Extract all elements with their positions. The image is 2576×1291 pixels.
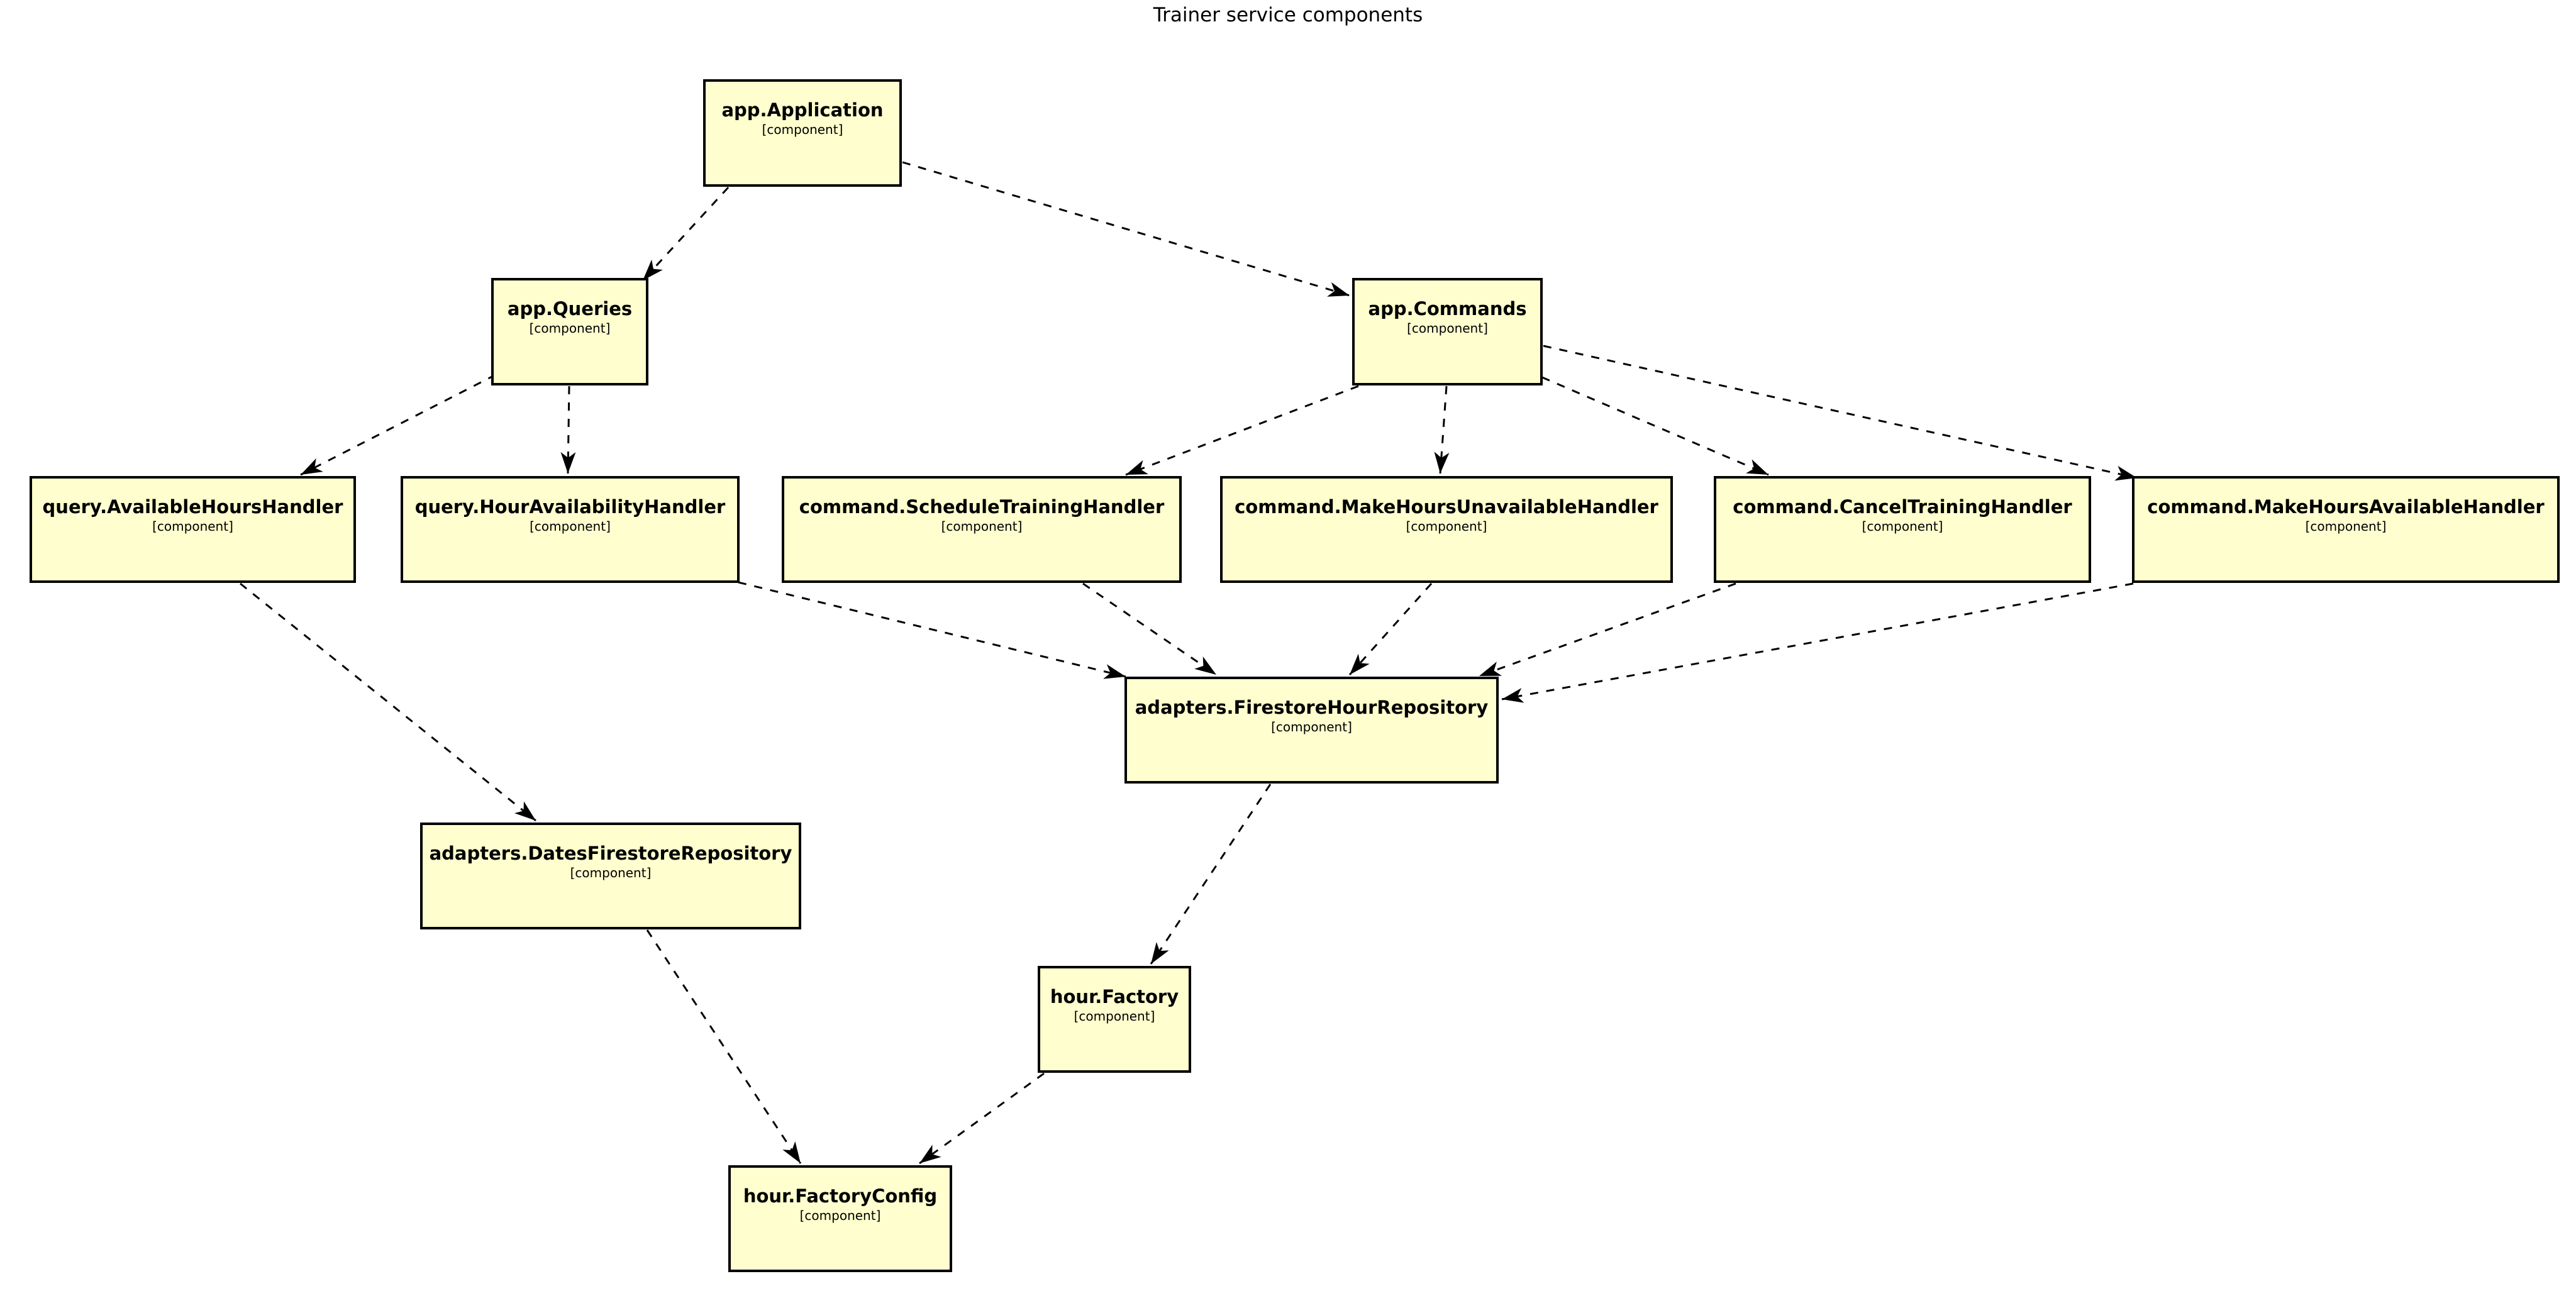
component-command-makehoursunavailablehandler: command.MakeHoursUnavailableHandler[comp…	[1220, 476, 1673, 583]
dependency-edge-app.Commands-to-command.ScheduleTrainingHandler	[1125, 385, 1359, 476]
dependency-edge-app.Queries-to-query.AvailableHoursHandler	[300, 374, 496, 476]
dependency-edge-hour.Factory-to-hour.FactoryConfig	[919, 1072, 1045, 1165]
component-label: hour.FactoryConfig	[743, 1185, 938, 1207]
dependency-edge-command.CancelTrainingHandler-to-adapters.FirestoreHourRepository	[1479, 582, 1736, 677]
dependency-edge-command.ScheduleTrainingHandler-to-adapters.FirestoreHourRepository	[1082, 582, 1217, 676]
component-query-houravailabilityhandler: query.HourAvailabilityHandler[component]	[401, 476, 740, 583]
component-label: app.Queries	[507, 298, 633, 319]
component-hour-factory: hour.Factory[component]	[1038, 966, 1191, 1073]
dependency-edge-query.HourAvailabilityHandler-to-adapters.FirestoreHourRepository	[738, 581, 1126, 679]
component-stereotype: [component]	[941, 518, 1023, 534]
dependency-edge-query.AvailableHoursHandler-to-adapters.DatesFirestoreRepository	[240, 582, 536, 822]
dependency-edge-command.MakeHoursUnavailableHandler-to-adapters.FirestoreHourRepository	[1348, 582, 1433, 676]
dependency-edge-adapters.DatesFirestoreRepository-to-hour.FactoryConfig	[646, 929, 802, 1164]
component-stereotype: [component]	[152, 518, 233, 534]
dependency-edge-app.Commands-to-command.MakeHoursUnavailableHandler	[1434, 385, 1450, 474]
component-stereotype: [component]	[1074, 1008, 1155, 1024]
component-adapters-datesfirestorerepository: adapters.DatesFirestoreRepository[compon…	[420, 823, 801, 929]
component-command-canceltraininghandler: command.CancelTrainingHandler[component]	[1714, 476, 2091, 583]
component-label: hour.Factory	[1050, 986, 1179, 1007]
component-app-queries: app.Queries[component]	[491, 278, 648, 385]
component-app-commands: app.Commands[component]	[1352, 278, 1543, 385]
component-stereotype: [component]	[1271, 719, 1352, 734]
component-stereotype: [component]	[1406, 518, 1487, 534]
component-label: adapters.DatesFirestoreRepository	[429, 843, 792, 864]
dependency-edge-app.Commands-to-command.MakeHoursAvailableHandler	[1543, 345, 2138, 481]
component-stereotype: [component]	[570, 865, 652, 880]
component-label: command.MakeHoursAvailableHandler	[2147, 496, 2545, 518]
component-stereotype: [component]	[1407, 320, 1488, 336]
component-label: adapters.FirestoreHourRepository	[1135, 697, 1489, 718]
component-app-application: app.Application[component]	[703, 79, 902, 187]
component-stereotype: [component]	[1862, 518, 1943, 534]
component-stereotype: [component]	[529, 320, 611, 336]
diagram-title: Trainer service components	[1153, 4, 1423, 26]
component-label: command.CancelTrainingHandler	[1733, 496, 2072, 518]
component-command-scheduletraininghandler: command.ScheduleTrainingHandler[componen…	[782, 476, 1182, 583]
component-stereotype: [component]	[530, 518, 611, 534]
dependency-edge-app.Application-to-app.Queries	[641, 186, 730, 282]
dependency-edge-app.Application-to-app.Commands	[902, 161, 1350, 297]
component-hour-factoryconfig: hour.FactoryConfig[component]	[728, 1165, 952, 1272]
component-stereotype: [component]	[799, 1207, 881, 1223]
dependency-edge-app.Commands-to-command.CancelTrainingHandler	[1541, 376, 1769, 476]
dependency-edge-command.MakeHoursAvailableHandler-to-adapters.FirestoreHourRepository	[1501, 582, 2134, 703]
component-label: command.MakeHoursUnavailableHandler	[1235, 496, 1658, 518]
dependency-edge-adapters.FirestoreHourRepository-to-hour.Factory	[1150, 784, 1272, 965]
component-command-makehoursavailablehandler: command.MakeHoursAvailableHandler[compon…	[2132, 476, 2560, 583]
component-label: query.HourAvailabilityHandler	[414, 496, 726, 518]
component-adapters-firestorehourrepository: adapters.FirestoreHourRepository[compone…	[1124, 677, 1499, 784]
dependency-edge-app.Queries-to-query.HourAvailabilityHandler	[560, 385, 576, 474]
component-label: command.ScheduleTrainingHandler	[799, 496, 1165, 518]
component-query-availablehourshandler: query.AvailableHoursHandler[component]	[30, 476, 356, 583]
component-stereotype: [component]	[2305, 518, 2387, 534]
component-label: app.Commands	[1368, 298, 1527, 319]
component-stereotype: [component]	[762, 121, 843, 137]
component-label: app.Application	[721, 99, 884, 121]
component-label: query.AvailableHoursHandler	[42, 496, 343, 518]
